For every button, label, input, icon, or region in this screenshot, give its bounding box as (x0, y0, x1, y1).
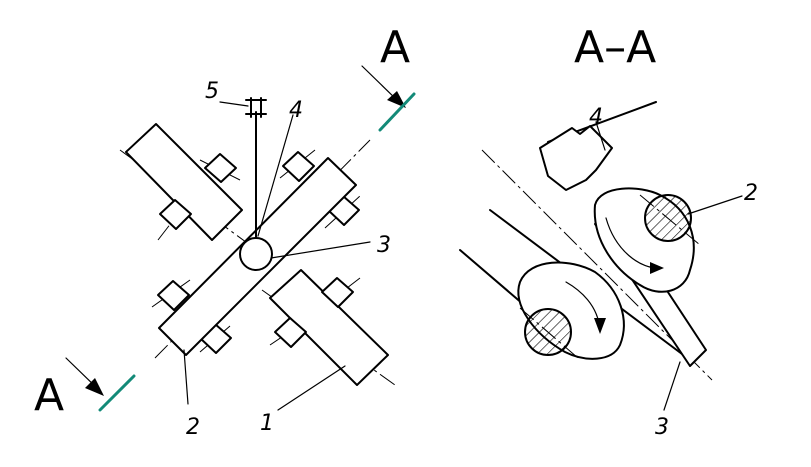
section-view: A–A 4 2 3 (459, 22, 758, 440)
plan-view: 5 4 3 2 1 (119, 79, 396, 440)
label-part-1: 1 (260, 411, 274, 436)
upper-roll-block (125, 123, 243, 241)
nut-2 (159, 199, 192, 230)
label-part-3-right: 3 (655, 415, 669, 440)
view-letter-top: A (380, 22, 410, 73)
label-part-3: 3 (377, 233, 391, 258)
leader-5 (219, 101, 249, 107)
cut-line-bottom (98, 374, 136, 412)
label-part-4: 4 (289, 98, 303, 123)
cut-line-top (378, 92, 416, 132)
view-letter-bottom: A (34, 370, 64, 421)
leader-4-right (595, 121, 606, 151)
nut-3 (157, 280, 190, 311)
nut-7 (274, 317, 307, 348)
leader-4 (257, 114, 294, 237)
section-marker-top: A (361, 22, 416, 132)
lower-roll-block (269, 269, 389, 386)
leader-3 (270, 241, 371, 259)
section-title: A–A (574, 22, 656, 73)
nut-8 (321, 277, 354, 308)
section-marker-bottom: A (34, 357, 136, 421)
label-part-4-right: 4 (589, 105, 603, 130)
label-part-2-right: 2 (744, 181, 758, 206)
arrow-head-bottom (85, 378, 104, 396)
label-part-2: 2 (186, 415, 200, 440)
leader-2-right (687, 195, 743, 215)
leader-3-right (663, 361, 681, 411)
nut-1 (204, 153, 237, 183)
nut-5 (282, 151, 315, 182)
label-part-5: 5 (205, 79, 219, 104)
lower-shaft-centerline (519, 307, 579, 359)
upper-shaft-centerline (639, 194, 701, 246)
stud-centerline-4 (199, 325, 231, 353)
lower-rotation-arrowhead (594, 318, 606, 334)
leader-1 (277, 365, 346, 411)
center-circle (239, 237, 273, 271)
upper-rotation-arrowhead (650, 262, 664, 274)
arrow-head-top (387, 91, 406, 108)
broken-part (539, 125, 613, 191)
leader-2-left (183, 349, 189, 405)
